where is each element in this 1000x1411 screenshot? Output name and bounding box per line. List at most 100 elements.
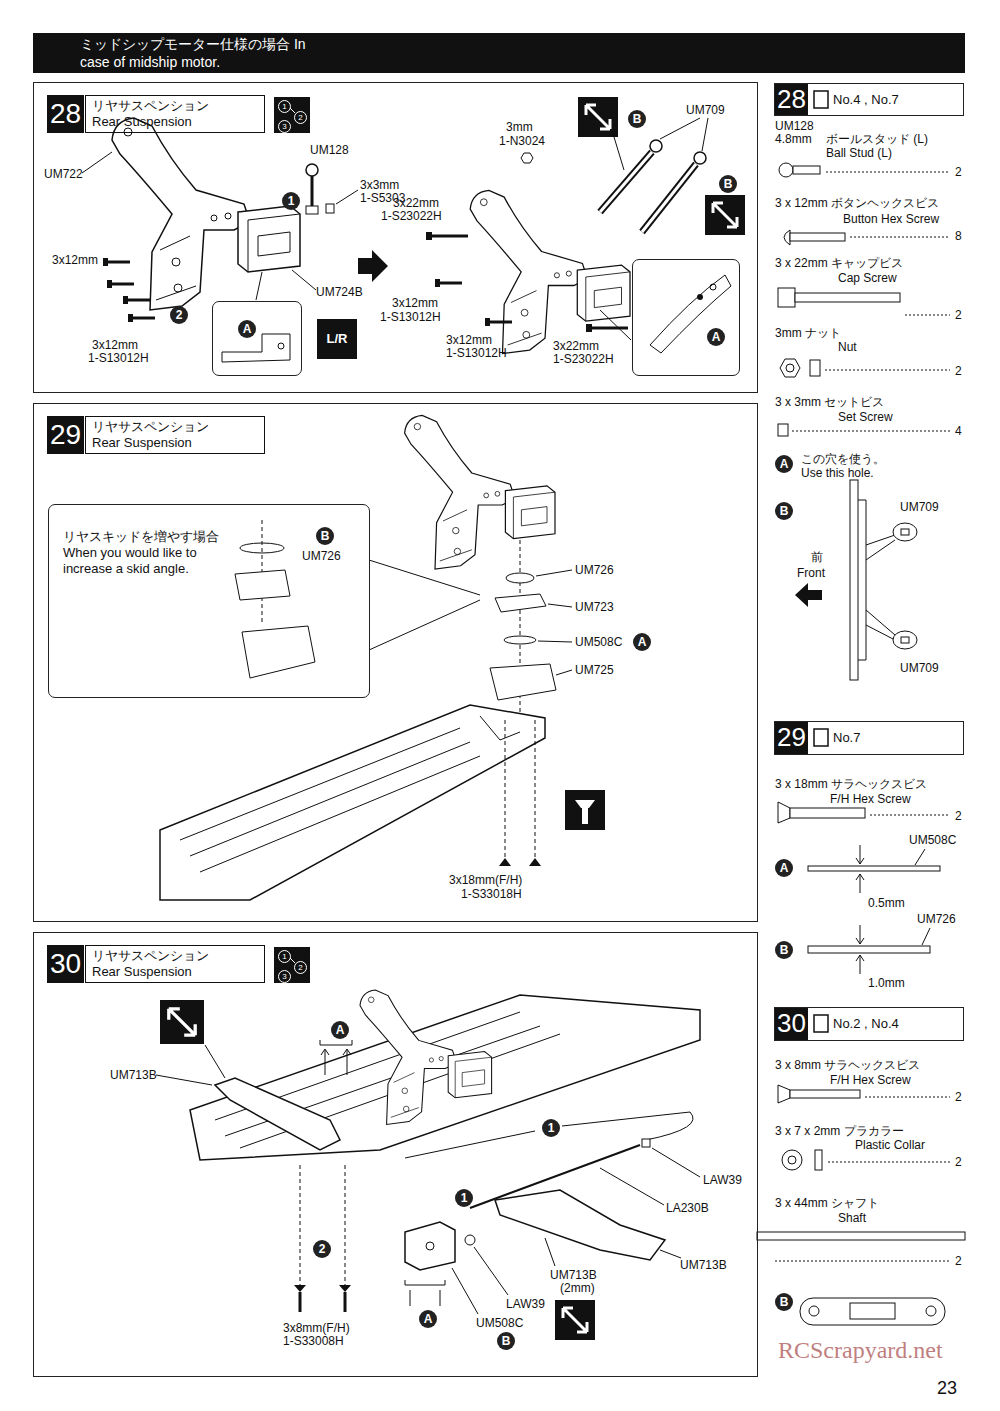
callout-marker: A xyxy=(633,633,651,651)
part-label: 4 xyxy=(955,424,962,438)
part-label: 3x8mm(F/H) xyxy=(283,1321,350,1335)
step-heading: リヤサスペンション Rear Suspension xyxy=(85,416,265,454)
part-label: 1-S13012H xyxy=(446,346,507,360)
part-label: UM713B xyxy=(110,1068,157,1082)
callout-marker: 1 xyxy=(542,1119,560,1137)
callout-marker: 2 xyxy=(313,1240,331,1258)
part-label: UM128 xyxy=(310,143,349,157)
part-label: LAW39 xyxy=(506,1297,545,1311)
part-label: UM726 xyxy=(917,912,956,926)
step-panel: 29リヤサスペンション Rear Suspensionリヤスキッドを増やす場合 … xyxy=(33,403,758,922)
detail-inset: A xyxy=(212,301,302,376)
part-label: Front xyxy=(797,566,825,580)
step-panel: 28リヤサスペンション Rear SuspensionAAL/R xyxy=(33,82,758,393)
part-label: Nut xyxy=(838,340,857,354)
callout-marker: A xyxy=(419,1310,437,1328)
part-label: 1-S33008H xyxy=(283,1334,344,1348)
side-icon: L/R xyxy=(317,319,357,359)
part-label: 3x12mm xyxy=(392,296,438,310)
part-label: UM713B xyxy=(680,1258,727,1272)
parts-header: 28 No.4 , No.7 xyxy=(774,83,964,116)
step-number: 30 xyxy=(47,945,84,983)
part-label: 2 xyxy=(955,308,962,322)
part-label: 2 xyxy=(955,1254,962,1268)
part-label: LAW39 xyxy=(703,1173,742,1187)
part-label: UM508C xyxy=(575,635,622,649)
step-number: 28 xyxy=(775,84,808,115)
step-number: 28 xyxy=(47,95,84,133)
part-label: 1-N3024 xyxy=(499,134,545,148)
callout-marker: B xyxy=(775,941,793,959)
step-number: 30 xyxy=(775,1008,808,1040)
part-label: UM722 xyxy=(44,167,83,181)
part-label: この穴を使う。 xyxy=(801,452,885,466)
page-title: ミッドシップモーター仕様の場合 In case of midship motor… xyxy=(80,35,320,71)
callout-marker: A xyxy=(775,859,793,877)
part-label: 3mm xyxy=(506,120,533,134)
part-label: UM726 xyxy=(302,549,341,563)
parts-header: 30No.2 , No.4 xyxy=(774,1007,964,1041)
bag-number: No.7 xyxy=(833,729,860,746)
part-label: 3 x 22mm キャップビス xyxy=(775,256,903,270)
part-label: 2 xyxy=(955,1155,962,1169)
part-label: UM723 xyxy=(575,600,614,614)
part-label: 1-S13012H xyxy=(380,310,441,324)
step-order-number: 2 xyxy=(294,111,307,124)
part-label: 1-S33018H xyxy=(461,887,522,901)
part-label: 3x12mm xyxy=(92,338,138,352)
part-label: 3 x 12mm ボタンヘックスビス xyxy=(775,196,939,210)
part-label: 3x22mm xyxy=(393,196,439,210)
part-label: 3x22mm xyxy=(553,339,599,353)
part-label: 3 x 3mm セットビス xyxy=(775,395,884,409)
part-label: 2 xyxy=(955,809,962,823)
page-number: 23 xyxy=(937,1378,957,1398)
part-label: 0.5mm xyxy=(868,896,905,910)
part-label: UM724B xyxy=(316,285,363,299)
part-label: 4.8mm xyxy=(775,132,812,146)
step-order-number: 1 xyxy=(278,100,291,113)
part-label: UM709 xyxy=(900,661,939,675)
step-number: 29 xyxy=(775,722,808,754)
part-label: 1-S13012H xyxy=(88,351,149,365)
part-label: UM508C xyxy=(476,1316,523,1330)
part-label: UM508C xyxy=(909,833,956,847)
part-label: Shaft xyxy=(838,1211,866,1225)
part-label: 3 x 7 x 2mm プラカラー xyxy=(775,1124,904,1138)
part-label: Ball Stud (L) xyxy=(826,146,892,160)
detail-inset: A xyxy=(632,259,740,376)
part-label: (2mm) xyxy=(560,1281,595,1295)
bag-number: No.4 , No.7 xyxy=(833,91,899,108)
part-label: LA230B xyxy=(666,1201,709,1215)
step-order-number: 3 xyxy=(278,120,291,133)
note-text: リヤスキッドを増やす場合 When you would like to incr… xyxy=(63,529,233,577)
step-panel: 30リヤサスペンション Rear Suspension xyxy=(33,932,758,1377)
part-label: 3x18mm(F/H) xyxy=(449,873,522,887)
part-label: 3x12mm xyxy=(52,253,98,267)
part-label: Set Screw xyxy=(838,410,893,424)
parts-header: 29 No.7 xyxy=(774,721,964,755)
part-label: Plastic Collar xyxy=(855,1138,925,1152)
part-label: Use this hole. xyxy=(801,466,874,480)
part-label: F/H Hex Screw xyxy=(830,1073,911,1087)
part-label: Button Hex Screw xyxy=(843,212,939,226)
part-label: UM709 xyxy=(900,500,939,514)
part-label: 3mm ナット xyxy=(775,326,841,340)
part-label: 1-S23022H xyxy=(381,209,442,223)
part-label: 8 xyxy=(955,229,962,243)
part-label: 1.0mm xyxy=(868,976,905,990)
part-label: UM725 xyxy=(575,663,614,677)
part-label: 1-S23022H xyxy=(553,352,614,366)
part-label: 2 xyxy=(955,165,962,179)
part-label: Cap Screw xyxy=(838,271,897,285)
step-heading: リヤサスペンション Rear Suspension xyxy=(85,945,265,983)
part-label: 3 x 18mm サラヘックスビス xyxy=(775,777,927,791)
part-label: ボールスタッド (L) xyxy=(826,132,928,146)
part-label: 3x3mm xyxy=(360,178,399,192)
callout-marker: A xyxy=(775,455,793,473)
part-label: UM128 xyxy=(775,119,814,133)
part-label: 3 x 8mm サラヘックスビス xyxy=(775,1058,920,1072)
callout-marker: 2 xyxy=(170,306,188,324)
callout-marker: B xyxy=(628,110,646,128)
part-label: 3 x 44mm シャフト xyxy=(775,1196,879,1210)
